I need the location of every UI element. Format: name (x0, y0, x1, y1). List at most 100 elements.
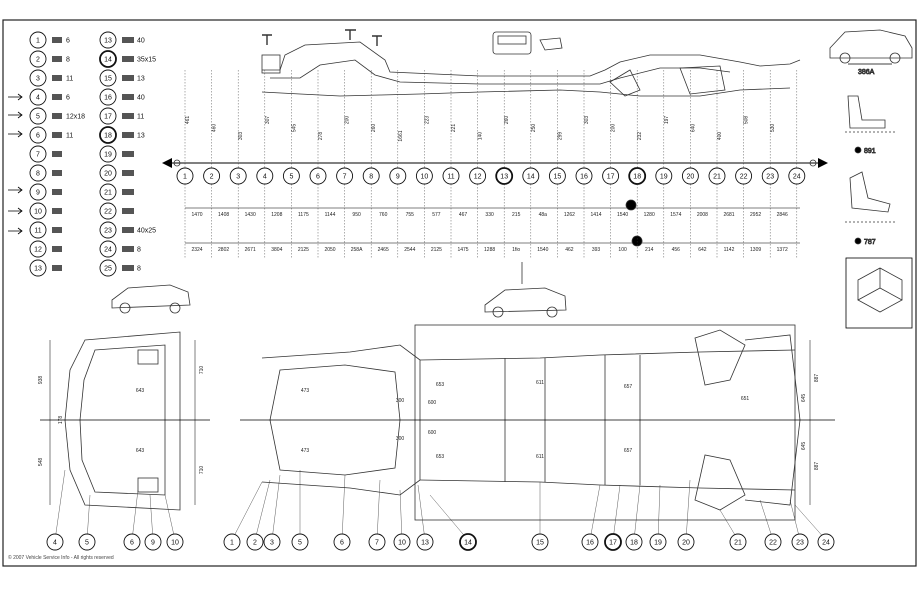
legend-callout-circle (99, 202, 117, 220)
legend-spec: 11 (66, 76, 73, 83)
side-upper-dim: 530 (770, 124, 776, 133)
legend-spec: 35x15 (137, 57, 156, 64)
side-callout: 13 (500, 174, 508, 181)
side-callout: 12 (474, 174, 482, 181)
plan-main-callout-circle (604, 533, 622, 551)
legend-spec: 6 (66, 95, 70, 102)
plan-floor-frame (414, 324, 796, 521)
legend-callout-circle (29, 164, 47, 182)
datum-left-icon (173, 159, 181, 167)
side-callout-circle (628, 167, 647, 185)
side-callout: 15 (554, 174, 562, 181)
legend-callout: 6 (36, 133, 40, 140)
plan-main-callout: 2 (253, 540, 257, 547)
side-dim-row-1: 1540 (617, 212, 628, 218)
side-dim-row-1: 1175 (298, 212, 309, 218)
side-dim-row-2: 258A (351, 247, 363, 253)
legend-callout-circle (99, 164, 117, 182)
legend-callout: 13 (34, 266, 42, 273)
legend-callout: 12 (34, 247, 42, 254)
plan-view-dimensions: 9387106436435481787104734733003006536536… (38, 366, 820, 475)
side-callout-circle (336, 167, 354, 185)
fastener-icon (52, 132, 62, 138)
side-dim-row-2: 462 (565, 247, 574, 253)
side-callout-circle (495, 167, 514, 185)
side-dim-row-1: 760 (379, 212, 388, 218)
plan-main-callout-circle (764, 533, 782, 551)
side-upper-dim: 197 (664, 116, 670, 125)
side-dim-row-1: 1574 (670, 212, 681, 218)
plan-main-callout: 6 (340, 540, 344, 547)
legend-callout: 3 (36, 76, 40, 83)
side-dim-row-2: 1475 (457, 247, 468, 253)
fastener-icon (52, 170, 62, 176)
fastener-icon (122, 265, 134, 271)
fastener-icon (122, 170, 134, 176)
fastener-icon (52, 189, 62, 195)
car-side-icon (829, 29, 913, 59)
side-upper-dim: 461 (185, 116, 191, 125)
side-upper-dim: 299 (557, 132, 563, 141)
legend-spec: 40 (137, 95, 145, 102)
side-callout-circle (708, 167, 726, 185)
fastener-icon (122, 75, 134, 81)
plan-longitudinal-top (419, 349, 796, 361)
front-dim: 643 (136, 448, 145, 454)
legend-spec: 11 (137, 114, 144, 121)
side-view (162, 29, 828, 247)
plan-main-callout-circle (459, 533, 477, 551)
plan-rear-suspension-top (694, 329, 746, 386)
legend-spec: 11 (66, 133, 73, 140)
side-upper-dim: 640 (690, 124, 696, 133)
legend-callout-circle (99, 221, 117, 239)
rear-subframe (679, 65, 726, 95)
plan-main-callout-circle (333, 533, 351, 551)
side-dim-row-2: 3804 (271, 247, 282, 253)
fastener-icon (52, 151, 62, 157)
plan-main-callout: 15 (536, 540, 544, 547)
plan-main-callout-circle (649, 533, 667, 551)
side-dim-row-1: 1208 (271, 212, 282, 218)
plan-front-callout-circle (166, 533, 184, 551)
side-callout-circle (761, 167, 779, 185)
side-callout-circle (735, 167, 753, 185)
side-dim-row-1: 1144 (325, 212, 336, 218)
legend-callout: 9 (36, 190, 40, 197)
front-panel-outline (64, 331, 181, 511)
legend-callout-circle (99, 145, 117, 163)
side-dim-row-2: 456 (672, 247, 681, 253)
side-dim-row-1: 467 (459, 212, 468, 218)
fastener-icon (122, 208, 134, 214)
side-callout-circle (575, 167, 593, 185)
right-dim-label: 386A (858, 69, 875, 76)
pointer-arrow-icon (8, 93, 23, 101)
legend-callout: 2 (36, 57, 40, 64)
legend-callout-circle (29, 221, 47, 239)
legend-callout-circle (29, 202, 47, 220)
side-dim-row-1: 330 (485, 212, 494, 218)
legend-callout-circle (99, 69, 117, 87)
side-upper-dim: 140 (478, 132, 484, 141)
side-callout: 17 (607, 174, 615, 181)
plan-main-callout-circle (416, 533, 434, 551)
side-dim-row-2: 2125 (431, 247, 442, 253)
front-panel-inner (79, 344, 166, 496)
plan-main-callout-circle (791, 533, 809, 551)
side-callout: 9 (396, 174, 400, 181)
side-upper-dim: 303 (584, 116, 590, 125)
side-callout: 24 (793, 174, 801, 181)
ref-marker-2-icon (854, 237, 862, 245)
plan-main-callout: 5 (298, 540, 302, 547)
plan-main-callout-circle (729, 533, 747, 551)
side-callout-circle (602, 167, 620, 185)
plan-front-callout: 10 (171, 540, 179, 547)
plan-main-callout: 10 (398, 540, 406, 547)
side-bracket-front (261, 54, 281, 74)
side-upper-dim: 260 (504, 116, 510, 125)
legend-callout: 21 (104, 190, 112, 197)
rear-suspension (609, 69, 641, 97)
legend-callout-circle (29, 107, 47, 125)
side-upper-dim: 200 (345, 116, 351, 125)
plan-front-callout: 6 (130, 540, 134, 547)
